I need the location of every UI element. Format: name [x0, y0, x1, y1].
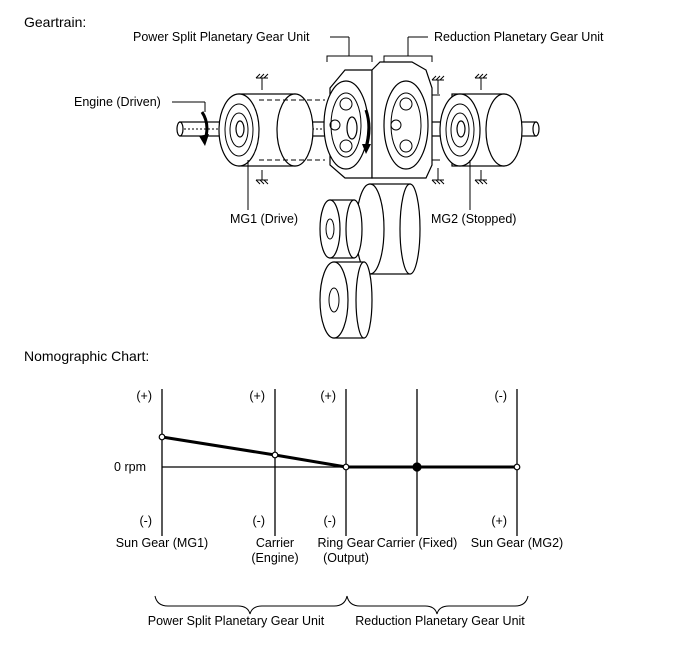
axis-name: Sun Gear (MG1): [116, 536, 208, 550]
counter-drive-gears: [319, 183, 421, 339]
reduction-brace: [346, 595, 529, 615]
axis-name: Ring Gear: [318, 536, 375, 550]
axis-name: Sun Gear (MG2): [471, 536, 563, 550]
speed-point: [342, 463, 350, 471]
brace-right-label: Reduction Planetary Gear Unit: [355, 614, 525, 628]
fixed-point: [412, 462, 422, 472]
power-split-brace: [154, 595, 348, 615]
speed-point: [158, 433, 166, 441]
power-split-unit-bracket: [326, 36, 373, 62]
axis-bottom-sign: (-): [324, 514, 337, 528]
mg2-motor: [439, 93, 523, 167]
axis-top-sign: (-): [495, 389, 508, 403]
axis-name: (Engine): [251, 551, 298, 565]
power-split-unit-label: Power Split Planetary Gear Unit: [133, 30, 310, 44]
speed-line: [161, 435, 517, 469]
brace-left-label: Power Split Planetary Gear Unit: [148, 614, 325, 628]
engine-label: Engine (Driven): [74, 95, 161, 109]
axis-top-sign: (+): [320, 389, 336, 403]
geartrain-heading: Geartrain:: [24, 14, 86, 30]
axis-name: (Output): [323, 551, 369, 565]
axis-top-sign: (+): [136, 389, 152, 403]
axis-name: Carrier: [256, 536, 294, 550]
speed-point: [513, 463, 521, 471]
mg1-label: MG1 (Drive): [230, 212, 298, 226]
axis-bottom-sign: (-): [140, 514, 153, 528]
speed-point: [271, 451, 279, 459]
ground-symbols: [255, 73, 488, 185]
power-split-planetary-unit: [323, 69, 373, 179]
axis-name: Carrier (Fixed): [377, 536, 458, 550]
reduction-unit-bracket: [383, 36, 433, 62]
nomographic-heading: Nomographic Chart:: [24, 348, 149, 364]
zero-rpm-label: 0 rpm: [114, 460, 146, 474]
reduction-unit-label: Reduction Planetary Gear Unit: [434, 30, 604, 44]
engine-rotation-arrow-icon: [199, 111, 209, 146]
mg1-motor: [218, 93, 325, 167]
mg2-label: MG2 (Stopped): [431, 212, 516, 226]
axis-top-sign: (+): [249, 389, 265, 403]
reduction-planetary-unit: [371, 61, 440, 179]
axis-bottom-sign: (+): [491, 514, 507, 528]
nomographic-chart: (+) (-) Sun Gear (MG1) (+) (-) Carrier(Engine…: [116, 389, 563, 565]
axis-bottom-sign: (-): [253, 514, 266, 528]
